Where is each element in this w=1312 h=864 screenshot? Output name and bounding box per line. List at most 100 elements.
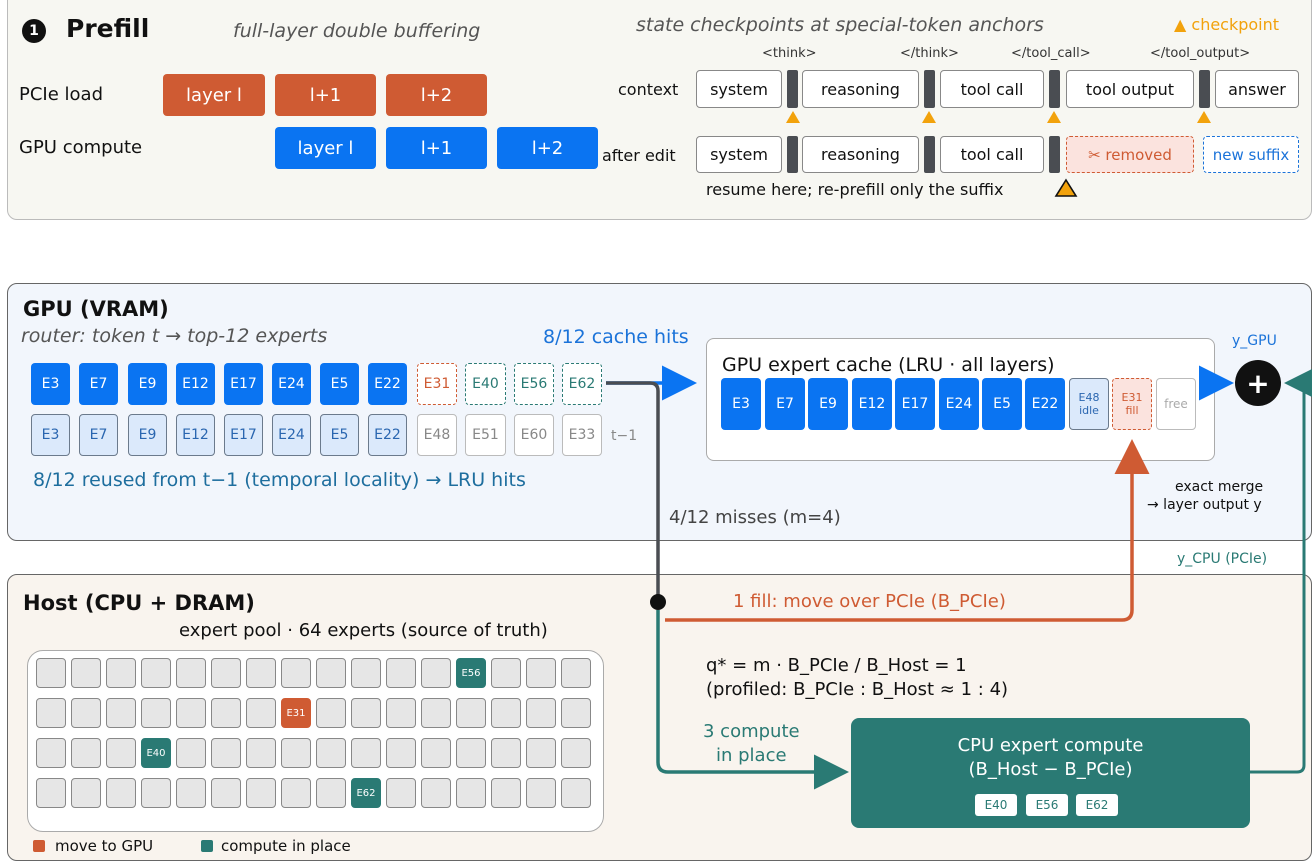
merge-note-1: exact merge <box>1175 479 1264 495</box>
pool-expert-cell <box>211 658 241 688</box>
cache-expert: E7 <box>765 378 805 430</box>
pool-expert-cell <box>421 738 451 768</box>
pool-expert-cell <box>386 698 416 728</box>
after-segment: system <box>696 136 782 173</box>
cache-expert: E5 <box>982 378 1022 430</box>
pool-expert-cell <box>351 738 381 768</box>
pool-expert-cell <box>316 738 346 768</box>
host-title: Host (CPU + DRAM) <box>23 591 255 615</box>
pool-expert-cell <box>71 658 101 688</box>
idle-label: idle <box>1079 404 1099 417</box>
pool-expert-cell <box>106 698 136 728</box>
expert-chip-hit: E3 <box>31 363 70 405</box>
cache-expert: E3 <box>721 378 761 430</box>
prefill-title: Prefill <box>66 14 150 43</box>
pool-expert-highlight: E56 <box>456 658 486 688</box>
pool-expert-cell <box>281 658 311 688</box>
pcie-block: l+1 <box>275 74 376 116</box>
pool-expert-cell <box>386 658 416 688</box>
expert-chip-hit: E17 <box>224 363 263 405</box>
expert-chip-stale: E60 <box>514 414 554 456</box>
pool-expert-cell <box>491 698 521 728</box>
gpu-block: l+1 <box>386 127 487 169</box>
expert-chip-prev: E12 <box>176 414 215 456</box>
pool-expert-cell <box>176 698 206 728</box>
fill-expert-name: E31 <box>1121 391 1143 404</box>
expert-chip-stale: E51 <box>465 414 506 456</box>
pool-expert-cell <box>386 778 416 808</box>
expert-chip-hit: E22 <box>368 363 407 405</box>
legend-compute-label: compute in place <box>221 837 351 855</box>
pool-expert-cell <box>176 658 206 688</box>
t-minus-label: t−1 <box>611 428 638 444</box>
anchor-bar <box>924 136 935 173</box>
pool-expert-cell <box>71 698 101 728</box>
pool-expert-cell <box>351 698 381 728</box>
fill-note: 1 fill: move over PCIe (B_PCIe) <box>733 591 1006 612</box>
resume-marker <box>1054 178 1078 197</box>
pool-expert-cell <box>36 738 66 768</box>
cpu-title-1: CPU expert compute <box>957 735 1144 756</box>
checkpoint-marker <box>922 111 936 123</box>
expert-chip-prev: E3 <box>31 414 70 456</box>
pool-expert-cell <box>176 778 206 808</box>
anchor-bar <box>787 70 798 108</box>
expert-chip-miss-compute: E40 <box>465 363 506 405</box>
expert-chip-prev: E24 <box>272 414 311 456</box>
merge-note-2: → layer output y <box>1147 497 1262 513</box>
pool-expert-cell <box>106 658 136 688</box>
resume-note: resume here; re-prefill only the suffix <box>706 180 1004 199</box>
pool-expert-cell <box>561 738 591 768</box>
checkpoint-marker <box>1047 111 1061 123</box>
context-label: context <box>618 80 679 99</box>
row-label-gpu: GPU compute <box>19 137 143 158</box>
router-note: router: token t → top-12 experts <box>21 325 328 347</box>
expert-chip-prev: E17 <box>224 414 263 456</box>
pool-expert-cell <box>561 778 591 808</box>
after-segment: tool call <box>940 136 1044 173</box>
gpu-title: GPU (VRAM) <box>23 297 169 321</box>
expert-chip-hit: E24 <box>272 363 311 405</box>
pool-expert-cell <box>281 778 311 808</box>
pool-expert-cell <box>211 738 241 768</box>
cpu-expert-chip: E62 <box>1076 794 1118 816</box>
cache-expert: E12 <box>852 378 892 430</box>
cpu-title-2: (B_Host − B_PCIe) <box>968 759 1133 780</box>
pool-expert-cell <box>36 658 66 688</box>
pool-expert-cell <box>176 738 206 768</box>
cache-slot-fill: E31 fill <box>1112 378 1152 430</box>
cache-expert: E9 <box>808 378 848 430</box>
merge-plus-icon: + <box>1235 360 1281 406</box>
after-segment: reasoning <box>802 136 919 173</box>
cache-slot-idle: E48 idle <box>1069 378 1109 430</box>
misses-note: 4/12 misses (m=4) <box>669 507 841 528</box>
formula-line-1: q* = m · B_PCIe / B_Host = 1 <box>706 655 967 676</box>
cache-title: GPU expert cache (LRU · all layers) <box>722 354 1055 376</box>
pool-expert-highlight: E40 <box>141 738 171 768</box>
cache-expert: E17 <box>895 378 935 430</box>
pool-expert-cell <box>456 778 486 808</box>
pool-expert-cell <box>491 778 521 808</box>
step-badge: 1 <box>22 19 46 43</box>
expert-chip-hit: E9 <box>128 363 167 405</box>
context-segment: tool call <box>940 70 1044 108</box>
pool-expert-cell <box>36 778 66 808</box>
pool-expert-cell <box>421 698 451 728</box>
pool-expert-cell <box>421 778 451 808</box>
pool-expert-cell <box>246 658 276 688</box>
context-segment: answer <box>1215 70 1299 108</box>
anchor-bar <box>1049 136 1060 173</box>
fill-label: fill <box>1125 404 1139 417</box>
legend-compute-swatch <box>201 840 213 852</box>
pool-expert-cell <box>141 658 171 688</box>
pool-expert-cell <box>491 658 521 688</box>
anchor-tag: </tool_call> <box>1011 46 1091 61</box>
expert-chip-stale: E48 <box>417 414 457 456</box>
pool-expert-cell <box>526 778 556 808</box>
pool-expert-cell <box>211 778 241 808</box>
gpu-block: layer l <box>275 127 376 169</box>
pool-expert-cell <box>456 738 486 768</box>
pool-expert-cell <box>36 698 66 728</box>
expert-chip-hit: E12 <box>176 363 215 405</box>
checkpoint-marker <box>1197 111 1211 123</box>
